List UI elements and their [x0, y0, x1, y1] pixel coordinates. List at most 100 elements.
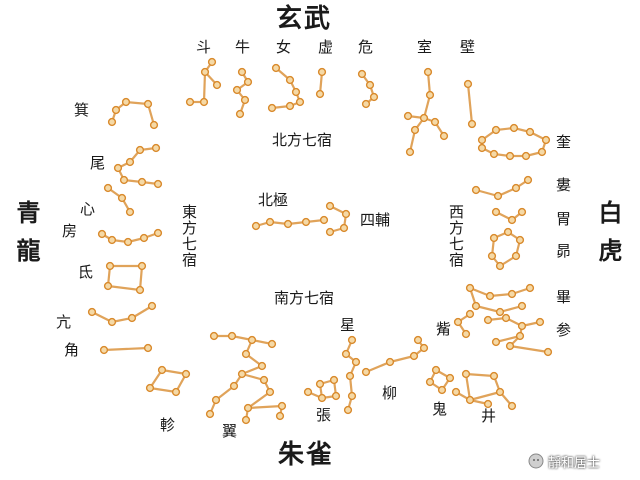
star-xu-1 [315, 89, 325, 99]
star-yi-1 [227, 331, 237, 341]
star-kui-2 [509, 123, 519, 133]
mansion-xing-label: 星 [340, 316, 356, 334]
star-wei2-1 [507, 215, 517, 225]
star-weitail-4 [119, 175, 129, 185]
star-shen-4 [515, 331, 525, 341]
star-shi-1 [425, 90, 435, 100]
star-di-3 [103, 281, 113, 291]
star-yi-9 [265, 387, 275, 397]
star-zhang-3 [317, 393, 327, 403]
star-yi-7 [259, 375, 269, 385]
star-lou-1 [493, 191, 503, 201]
star-shen-0 [483, 315, 493, 325]
star-mao-3 [511, 251, 521, 261]
star-sifu-2 [339, 223, 349, 233]
star-dou-4 [185, 97, 195, 107]
star-kui-7 [505, 151, 515, 161]
mansion-lou-label: 婁 [556, 176, 572, 194]
star-zhen-2 [171, 387, 181, 397]
star-shen-5 [491, 337, 501, 347]
star-yi-4 [241, 349, 251, 359]
star-kang-2 [127, 313, 137, 323]
star-jing-2 [495, 387, 505, 397]
star-shi-2 [419, 113, 429, 123]
star-shen-1 [501, 313, 511, 323]
star-liu-2 [409, 351, 419, 361]
west-region-title: 西方七宿 [447, 204, 465, 268]
star-yi-5 [257, 361, 267, 371]
star-lou-3 [523, 175, 533, 185]
star-dou-1 [200, 67, 210, 77]
constellation-line-liu [389, 354, 415, 364]
constellation-line-shen [509, 344, 549, 354]
star-jing-0 [461, 369, 471, 379]
star-yi-8 [229, 381, 239, 391]
star-beiji-4 [319, 215, 329, 225]
star-weitail-5 [137, 177, 147, 187]
star-yi-6 [237, 369, 247, 379]
star-shen-3 [535, 317, 545, 327]
star-liu-1 [385, 357, 395, 367]
star-yi-13 [205, 409, 215, 419]
star-sifu-3 [325, 227, 335, 237]
star-mao-0 [489, 233, 499, 243]
star-bi2-5 [495, 307, 505, 317]
star-niu-2 [232, 85, 242, 95]
star-lou-0 [471, 185, 481, 195]
constellation-line-jing [469, 390, 501, 402]
star-yi-15 [275, 411, 285, 421]
mansion-zi-label: 觜 [436, 320, 452, 338]
star-yi-11 [243, 403, 253, 413]
north-pole-label: 北極 [258, 191, 289, 209]
star-yi-2 [247, 335, 257, 345]
watermark-text: 靜和居士 [548, 455, 601, 471]
star-jiao-0 [99, 345, 109, 355]
star-bi2-2 [507, 289, 517, 299]
star-zhang-4 [303, 387, 313, 397]
star-kui-3 [525, 127, 535, 137]
star-xing-3 [345, 371, 355, 381]
star-gui-1 [445, 373, 455, 383]
star-xu-0 [317, 67, 327, 77]
mansion-nv-label: 女 [276, 38, 292, 56]
star-nv-4 [285, 101, 295, 111]
east-symbol-label: 青龍 [12, 200, 40, 276]
star-fang-4 [153, 228, 163, 238]
star-wei2-0 [491, 207, 501, 217]
star-kui-6 [521, 151, 531, 161]
star-gui-2 [437, 385, 447, 395]
constellation-line-shen [495, 334, 521, 344]
star-yi-0 [209, 331, 219, 341]
star-shi-3 [403, 111, 413, 121]
star-shi-6 [430, 117, 440, 127]
star-nv-0 [271, 63, 281, 73]
star-yi-14 [241, 415, 251, 425]
star-zi-0 [453, 317, 463, 327]
constellation-line-bi2 [475, 304, 501, 314]
star-sifu-0 [325, 201, 335, 211]
constellation-line-bi [466, 83, 474, 125]
star-niu-3 [240, 95, 250, 105]
star-kui-8 [489, 149, 499, 159]
west-symbol-label: 白虎 [594, 200, 622, 276]
star-ji-0 [121, 97, 131, 107]
star-beiji-1 [265, 217, 275, 227]
mansion-zhen-label: 軫 [160, 416, 176, 434]
mansion-liu-label: 柳 [382, 384, 398, 402]
star-xing-1 [341, 349, 351, 359]
wechat-icon [528, 453, 544, 469]
east-region-title: 東方七宿 [180, 204, 198, 268]
star-shi-7 [439, 131, 449, 141]
star-gui-3 [425, 377, 435, 387]
star-zhen-0 [157, 365, 167, 375]
star-kui-4 [541, 135, 551, 145]
mansion-jiao-label: 角 [64, 341, 80, 359]
star-weitail-0 [135, 145, 145, 155]
mansion-kui-label: 奎 [556, 133, 572, 151]
star-niu-1 [243, 77, 253, 87]
constellation-line-jing [465, 372, 495, 378]
star-kui-5 [537, 147, 547, 157]
star-bi2-6 [517, 301, 527, 311]
star-shi-5 [405, 147, 415, 157]
